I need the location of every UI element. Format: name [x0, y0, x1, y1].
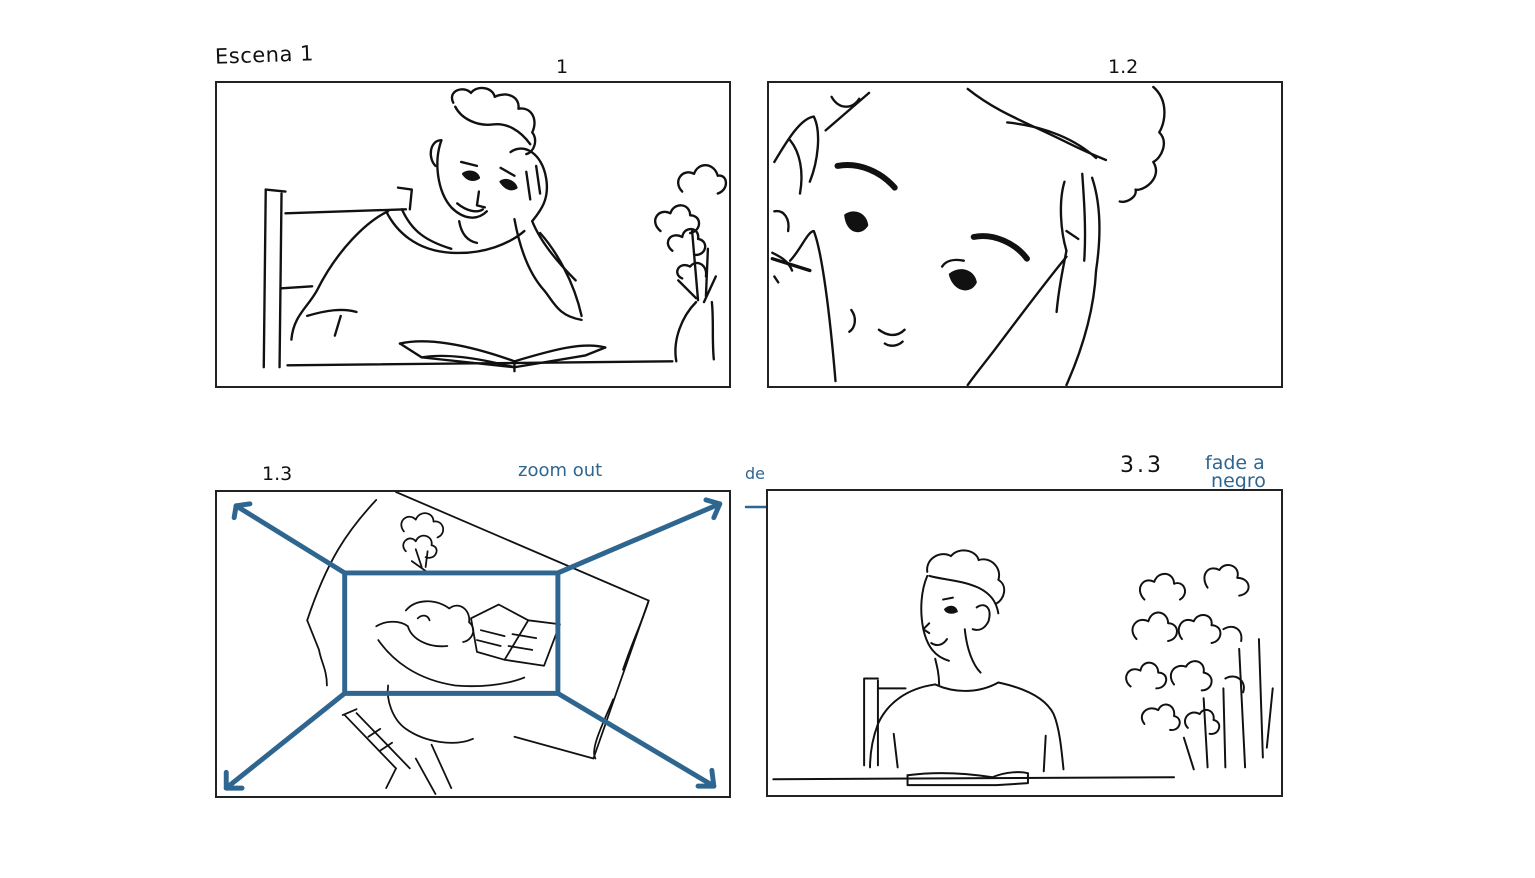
panel-1-3-sketch	[306, 492, 650, 795]
panel-label-1-3: 1.3	[262, 463, 293, 485]
zoom-out-note: zoom out	[518, 460, 603, 481]
panel-1-2-sketch	[770, 85, 1166, 386]
panel-label-3-3: 3.3	[1120, 453, 1164, 478]
storyboard-panel-1-2	[767, 81, 1283, 388]
storyboard-panel-1-3	[215, 490, 731, 798]
storyboard-panel-1	[215, 81, 731, 388]
zoom-out-arrows-icon	[223, 497, 723, 791]
panel-3-3-sketch	[772, 549, 1274, 787]
panel-label-1: 1	[556, 56, 569, 78]
storyboard-panel-3-3	[766, 489, 1283, 797]
panel-label-1-2: 1.2	[1108, 56, 1139, 78]
panel-1-sketch	[262, 86, 728, 373]
transition-note: de	[745, 464, 765, 483]
scene-title: Escena 1	[214, 41, 315, 69]
fade-to-black-note: fade a negro	[1205, 452, 1266, 493]
